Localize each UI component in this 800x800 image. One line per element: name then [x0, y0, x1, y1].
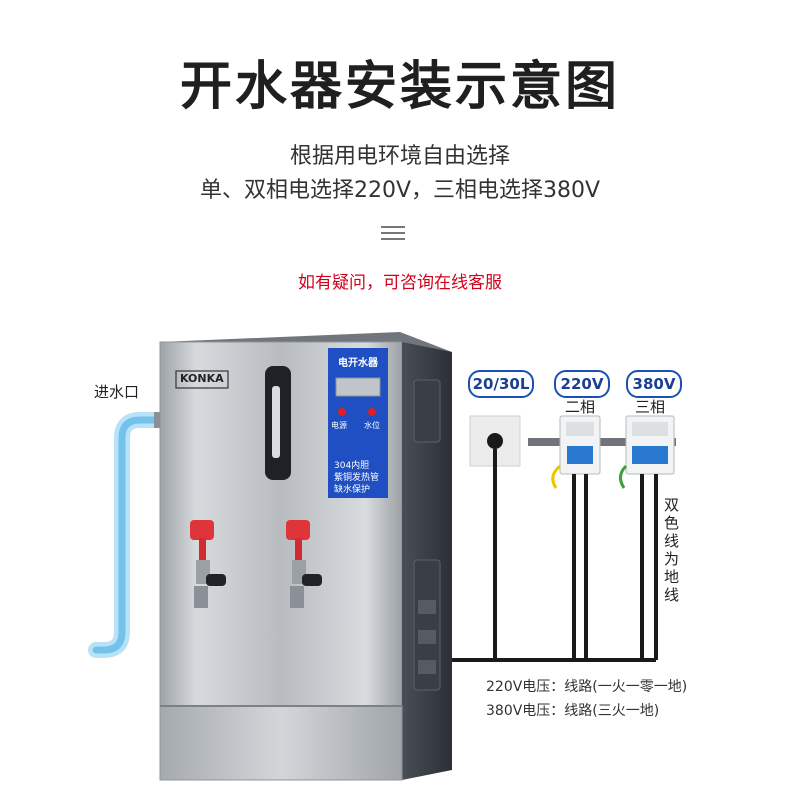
ground-wire-note: 双色线为地线: [664, 496, 680, 604]
subtitle-line-1: 根据用电环境自由选择: [289, 144, 510, 169]
voltage-note-220v: 220V电压：线路(一火一零一地): [486, 679, 688, 695]
right-tap: [286, 520, 322, 608]
notice-text: 如有疑问，可咨询在线客服: [298, 273, 502, 293]
voltage-note-380v: 380V电压：线路(三火一地): [486, 703, 660, 719]
panel-button-left-label: 电源: [331, 421, 347, 430]
menu-lines-icon: [381, 222, 405, 244]
inlet-label: 进水口: [94, 383, 140, 401]
din-rail: [528, 438, 676, 446]
subtitle-line-2: 单、双相电选择220V，三相电选择380V: [199, 178, 601, 203]
water-inlet-pipe: [88, 412, 168, 658]
panel-title: 电开水器: [338, 358, 378, 369]
left-tap: [190, 520, 226, 608]
option-20-30l-badge: 20/30L: [468, 370, 534, 398]
breaker-220v: [559, 415, 601, 475]
panel-feature-1: 304内胆: [334, 461, 370, 471]
power-cables: [452, 449, 658, 662]
panel-button-right-label: 水位: [364, 421, 380, 430]
option-220v-phase: 二相: [565, 398, 596, 416]
option-380v-phase: 三相: [635, 398, 666, 416]
option-380v-badge: 380V: [626, 370, 682, 398]
brand-logo: KONKA: [180, 372, 224, 385]
panel-feature-2: 紫铜发热管: [334, 473, 380, 483]
option-220v-badge: 220V: [554, 370, 610, 398]
breaker-380v: [625, 415, 675, 475]
panel-feature-3: 缺水保护: [334, 485, 371, 495]
ground-wire: [551, 464, 628, 489]
wall-socket: [469, 415, 521, 467]
water-boiler: [159, 332, 452, 781]
page-title: 开水器安装示意图: [179, 57, 620, 117]
